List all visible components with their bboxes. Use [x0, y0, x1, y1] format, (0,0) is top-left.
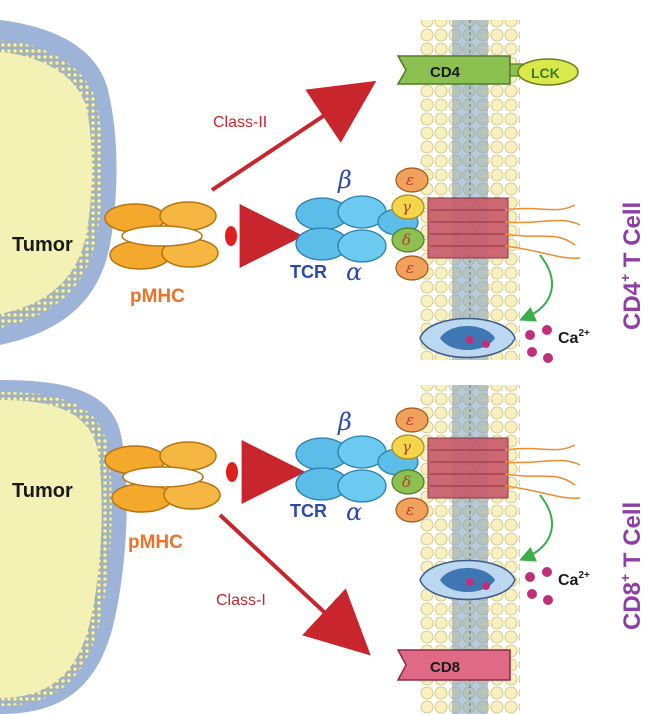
cd3-complex-bottom	[391, 407, 581, 523]
class-ii-arrow	[210, 80, 377, 192]
tcr-label-bottom: TCR	[290, 501, 327, 521]
signal-arrow-top	[519, 254, 553, 322]
tumor-cell-bottom	[0, 380, 127, 714]
calcium-ions-bottom	[466, 567, 553, 605]
cd3-epsilon-2-top: ε	[406, 259, 414, 277]
bottom-panel: Tumor pMHC Class-I TCR α β	[0, 380, 646, 714]
cd3-delta-top: δ	[402, 231, 411, 249]
cd3-epsilon-1-top: ε	[406, 171, 414, 189]
tumor-label-bottom: Tumor	[12, 480, 73, 502]
cd4-label: CD4	[430, 64, 461, 81]
cd3-complex-top	[391, 167, 581, 281]
cd3-epsilon-1-bottom: ε	[406, 411, 414, 429]
cd4-t-cell-label: CD4+ T Cell	[617, 202, 646, 330]
tumor-cell-top	[0, 20, 117, 345]
pmhc-top	[104, 201, 237, 270]
tcr-alpha-top: α	[346, 258, 362, 286]
cd3-delta-bottom: δ	[402, 473, 411, 491]
pmhc-bottom	[104, 441, 238, 513]
calcium-label-bottom: Ca2+	[558, 570, 590, 589]
cd8-t-cell-label: CD8+ T Cell	[617, 502, 646, 630]
calcium-ions-top	[466, 325, 553, 363]
tumor-label-top: Tumor	[12, 234, 73, 256]
tcr-bottom	[295, 435, 419, 503]
class-i-label: Class-I	[216, 592, 266, 609]
signal-arrow-bottom	[519, 494, 553, 562]
calcium-label-top: Ca2+	[558, 328, 590, 347]
pmhc-label-top: pMHC	[130, 286, 185, 307]
cd3-gamma-bottom: γ	[402, 438, 411, 456]
top-panel: Tumor pMHC Class-II CD4 LCK	[0, 20, 646, 363]
tcr-top	[295, 195, 419, 263]
lck-label: LCK	[531, 65, 560, 81]
cd3-gamma-top: γ	[402, 198, 411, 216]
class-i-arrow	[218, 513, 371, 656]
pmhc-label-bottom: pMHC	[128, 532, 183, 553]
tcr-beta-bottom: β	[337, 408, 352, 436]
tcr-alpha-bottom: α	[346, 498, 362, 526]
cd4-coreceptor	[396, 55, 579, 86]
tcr-beta-top: β	[337, 166, 352, 194]
cd3-epsilon-2-bottom: ε	[406, 501, 414, 519]
class-ii-label: Class-II	[213, 114, 267, 131]
cd8-label: CD8	[430, 659, 460, 676]
tcr-label-top: TCR	[290, 262, 327, 282]
cd8-coreceptor	[396, 649, 511, 681]
